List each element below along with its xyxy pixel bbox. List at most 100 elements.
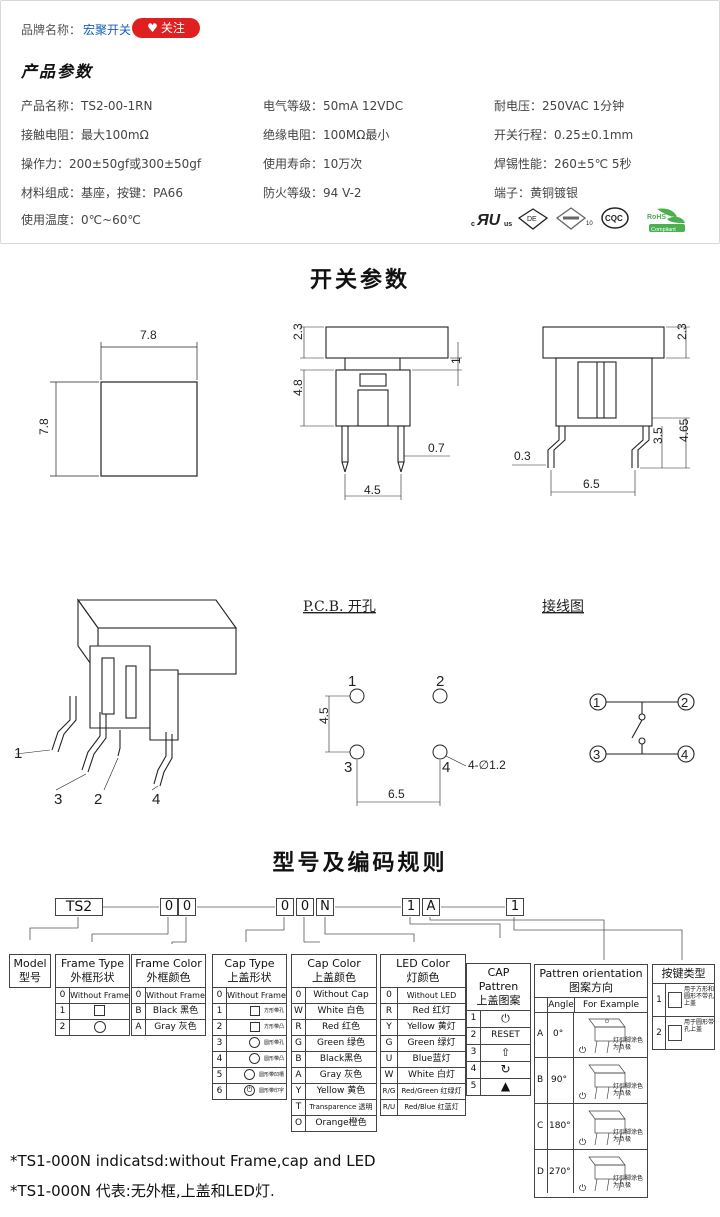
row-code: B [292, 1052, 306, 1067]
iso-pin-2: 2 [94, 791, 102, 808]
row-label: Gray 灰色 [319, 1070, 363, 1080]
product-params-card: 品牌名称：宏聚开关 ♥关注 产品参数 产品名称：TS2-00-1RN 电气等级：… [0, 0, 720, 244]
row-label: Black 黑色 [152, 1006, 199, 1016]
row-label: Red 红色 [322, 1022, 360, 1032]
orient-angle-a: 0° [553, 1029, 564, 1039]
row-code: W [381, 1068, 398, 1083]
row-label: 圆形带凹槽 [258, 1072, 284, 1078]
square-frame-icon [70, 1004, 129, 1019]
code-prefix: TS2 [55, 898, 103, 916]
code-frame-color: 0 [178, 898, 196, 916]
frame-color-h2: 外框颜色 [146, 971, 191, 984]
row-code: 1 [467, 1011, 481, 1027]
orient-angle-b: 90° [551, 1075, 567, 1085]
dim-pin-thickness: 0.3 [514, 449, 531, 463]
spec-terminal: 端子：黄铜镀银 [494, 186, 579, 200]
cap-round-hole-icon: 圆形带孔 [227, 1036, 286, 1051]
brand-name-link[interactable]: 宏聚开关 [83, 23, 132, 37]
code-key-type: 1 [506, 898, 524, 916]
rotate-icon: ↻ [500, 1062, 511, 1076]
orient-note-c: 灯引脚涂色为负极 [613, 1129, 644, 1143]
spec-rating: 电气等级：50mA 12VDC [263, 99, 404, 113]
spec-material: 材料组成：基座，按键：PA66 [21, 186, 183, 200]
row-label: Red/Blue 红蓝灯 [404, 1103, 459, 1111]
key-type-table: 按键类型 1 用于方形和圆形不带孔上盖 2 用于圆形带孔上盖 [652, 964, 715, 1050]
heart-icon: ♥ [147, 21, 158, 35]
switch-params-title: 开关参数 [309, 268, 410, 293]
row-label: Blue蓝灯 [412, 1054, 451, 1064]
row-code: 1 [653, 984, 666, 1016]
cap-square-hole-icon: 方形带孔 [227, 1004, 286, 1019]
dim-top-width: 7.8 [140, 328, 157, 342]
orientation-h2: 图案方向 [569, 981, 613, 994]
pcb-hole-4: 4 [442, 759, 450, 776]
row-code: 6 [213, 1084, 227, 1099]
spec-fire: 防火等级：94 V-2 [263, 186, 362, 200]
brand-row: 品牌名称：宏聚开关 [21, 21, 131, 38]
isometric-view [15, 598, 238, 791]
row-label: Yellow 黄灯 [407, 1022, 456, 1032]
dim-pin-pitch: 4.5 [364, 483, 381, 497]
row-label: Yellow 黄色 [316, 1086, 366, 1096]
dim-body-height: 4.8 [291, 379, 305, 396]
orientation-h1: Pattren orientation [539, 967, 643, 980]
table-row: 5▲ [467, 1079, 530, 1095]
pcb-title: P.C.B. 开孔 [303, 599, 376, 615]
row-label: Without Cap [313, 990, 369, 1000]
follow-button[interactable]: ♥关注 [132, 18, 200, 38]
example-d: ⏻ [579, 1156, 626, 1194]
svg-text:⏻: ⏻ [579, 1045, 586, 1056]
row-label: 用于圆形带孔上盖 [684, 1019, 715, 1033]
cap-round-groove-icon: 圆形带凹槽 [227, 1068, 286, 1083]
orient-note-b: 灯引脚涂色为负极 [613, 1083, 644, 1097]
reset-label: RESET [491, 1030, 520, 1040]
model-h2: 型号 [19, 971, 41, 984]
spec-life: 使用寿命：10万次 [263, 157, 363, 171]
cap-square-bump-icon: 方形带凸 [227, 1020, 286, 1035]
row-code: R [381, 1004, 398, 1019]
cap-round-bump-icon: 圆形带凸 [227, 1052, 286, 1067]
orientation-example-drawings: ⏻⏻ ⏻ ⏻ ⏻ [579, 1018, 626, 1194]
code-cap-type: 0 [276, 898, 294, 916]
row-code: A [132, 1020, 146, 1035]
code-cap-color: 0 [296, 898, 314, 916]
orient-code-a: A [537, 1029, 544, 1039]
angle-header: Angle [548, 998, 575, 1012]
svg-text:⏻: ⏻ [579, 1137, 586, 1148]
table-row: 2 [56, 1020, 129, 1035]
svg-text:Compliant: Compliant [651, 227, 676, 233]
key-type-header: 按键类型 [653, 965, 714, 984]
row-label: Green 绿灯 [407, 1038, 456, 1048]
up-arrow-icon: ⇧ [500, 1046, 511, 1059]
svg-text:⏻: ⏻ [579, 1183, 586, 1194]
row-code: R [292, 1020, 306, 1035]
code-frame-type: 0 [160, 898, 178, 916]
spec-name: 产品名称：TS2-00-1RN [21, 99, 153, 113]
key-type-2-icon [666, 1017, 684, 1049]
spec-travel: 开关行程：0.25±0.1mm [494, 128, 634, 142]
table-row: 3⇧ [467, 1045, 530, 1062]
cap-type-h2: 上盖形状 [227, 971, 272, 984]
footnote-en: *TS1-000N indicatsd:without Frame,cap an… [10, 1152, 376, 1170]
code-orientation: A [422, 898, 440, 916]
orient-code-c: C [537, 1121, 544, 1131]
svg-text:DE: DE [527, 216, 537, 223]
row-label: 方形带孔 [263, 1008, 284, 1014]
orientation-rows: A 0° B 90° C 180° D 270° ⏻⏻ ⏻ ⏻ ⏻ 灯引脚涂色为… [535, 1013, 647, 1194]
table-row: 1 [56, 1004, 129, 1020]
table-row: 6⏻圆形带印字 [213, 1084, 286, 1099]
orient-angle-d: 270° [549, 1167, 571, 1177]
orient-note-a: 灯引脚涂色为负极 [613, 1037, 644, 1051]
